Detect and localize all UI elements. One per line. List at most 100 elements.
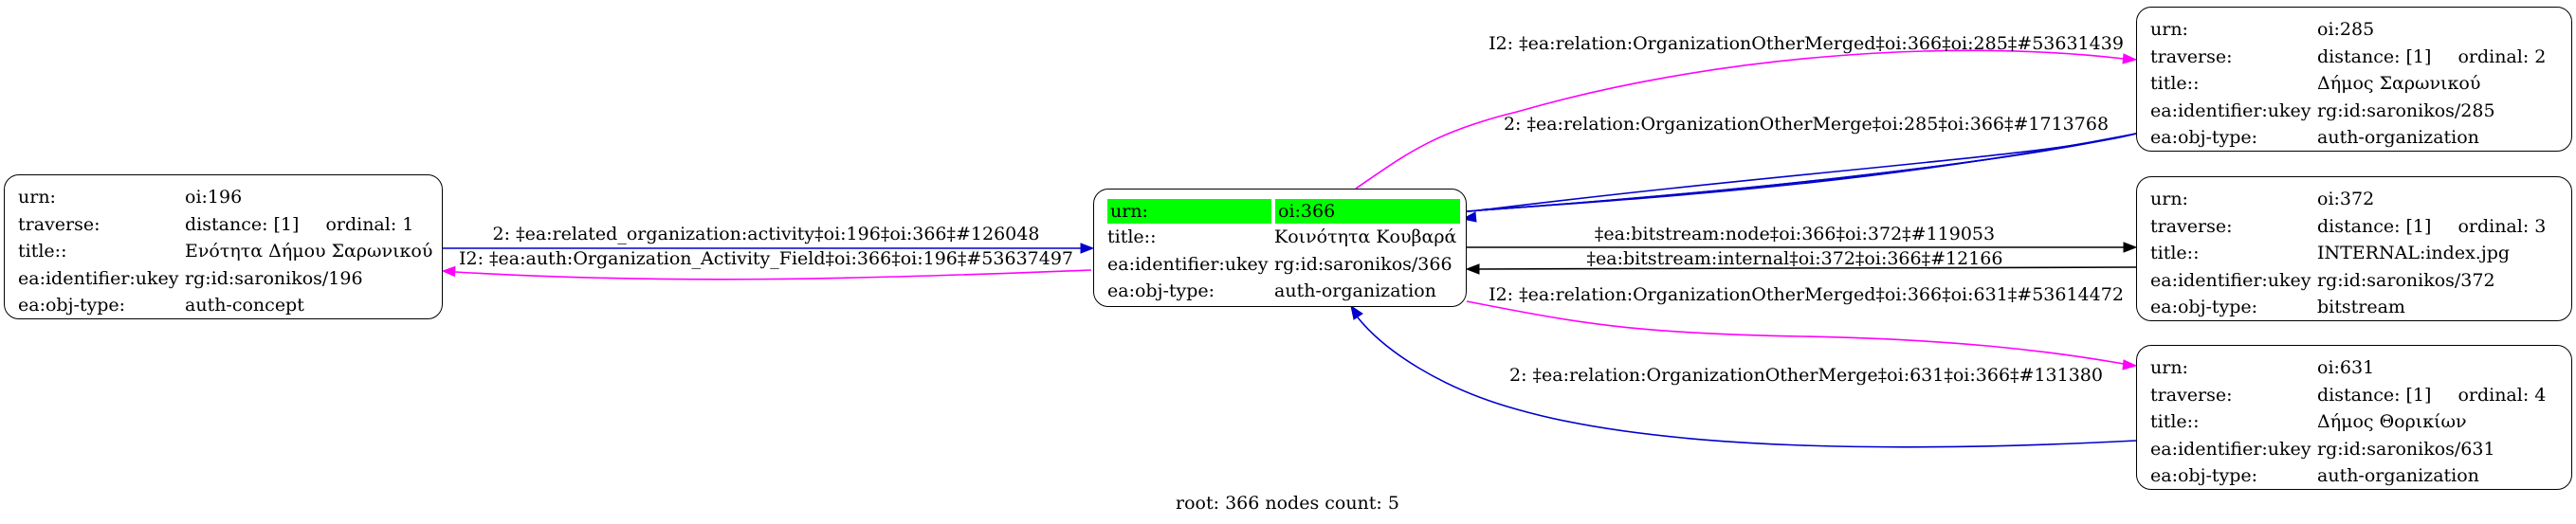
row-value: rg:id:saronikos/366	[1274, 253, 1452, 275]
row-value: rg:id:saronikos/372	[2317, 269, 2495, 291]
node-oi-366-root[interactable]: urn:oi:366 title::Κοινότητα Κουβαρά ea:i…	[1093, 189, 1467, 307]
row-value: oi:631	[2317, 357, 2375, 379]
row-value: distance: [1]	[2317, 384, 2432, 406]
row-key: traverse:	[2150, 384, 2233, 406]
row-value: rg:id:saronikos/631	[2317, 438, 2495, 460]
node-row-title: title::Κοινότητα Κουβαρά	[1107, 224, 1456, 251]
row-value: rg:id:saronikos/196	[185, 267, 363, 289]
edge-e2-arrowhead	[441, 265, 456, 278]
edge-label-e2: I2: ‡ea:auth:Organization_Activity_Field…	[458, 248, 1074, 269]
edge-e4-lead-in	[1478, 208, 1492, 211]
edge-e3-arrowhead	[2122, 53, 2138, 64]
edge-e6	[1478, 266, 2137, 270]
row-key: title::	[18, 241, 67, 262]
row-key: title::	[2150, 243, 2200, 264]
edge-e1-arrowhead	[1080, 243, 1095, 254]
row-key: ea:obj-type:	[2150, 127, 2258, 149]
node-row-ukey: ea:identifier:ukey rg:id:saronikos/631	[2150, 436, 2558, 463]
node-row-urn: urn: oi:285	[2150, 16, 2558, 44]
row-value: Δήμος Σαρωνικού	[2317, 73, 2481, 95]
row-value: auth-organization	[2317, 465, 2479, 487]
edge-label-e4: 2: ‡ea:relation:OrganizationOtherMerge‡o…	[1503, 114, 2110, 135]
node-oi-196[interactable]: urn:oi:196 traverse:distance: [1]ordinal…	[4, 174, 443, 319]
node-row-objtype: ea:obj-type: bitstream	[2150, 294, 2558, 321]
node-row-title: title::Δήμος Σαρωνικού	[2150, 70, 2558, 98]
row-key: traverse:	[18, 213, 100, 235]
edge-e5-arrowhead	[2123, 242, 2138, 253]
row-value: distance: [1]	[2317, 45, 2432, 67]
node-row-urn: urn: oi:372	[2150, 186, 2558, 213]
edge-label-e7: I2: ‡ea:relation:OrganizationOtherMerged…	[1489, 284, 2124, 305]
row-key: urn:	[18, 187, 56, 208]
row-key: ea:identifier:ukey	[18, 267, 179, 289]
edge-label-e6: ‡ea:bitstream:internal‡oi:372‡oi:366‡#12…	[1586, 248, 2003, 269]
edge-e2	[454, 269, 1092, 280]
row-key: urn:	[2150, 357, 2188, 379]
row-key: traverse:	[2150, 45, 2233, 67]
row-ordinal: ordinal: 3	[2457, 215, 2547, 237]
node-row-traverse: traverse:distance: [1]ordinal: 3	[2150, 213, 2558, 241]
edge-label-e1: 2: ‡ea:related_organization:activity‡oi:…	[492, 224, 1040, 244]
node-row-ukey: ea:identifier:ukey rg:id:saronikos/196	[18, 265, 429, 293]
node-row-ukey: ea:identifier:ukey rg:id:saronikos/372	[2150, 267, 2558, 295]
node-row-urn: urn: oi:631	[2150, 354, 2558, 382]
node-row-urn-highlighted: urn:oi:366	[1107, 198, 1460, 224]
node-oi-285[interactable]: urn: oi:285 traverse: distance: [1] ordinal…	[2136, 7, 2572, 152]
row-value: oi:372	[2317, 189, 2375, 210]
edge-e4	[1468, 133, 2137, 212]
row-value: auth-organization	[1274, 280, 1436, 302]
row-value: distance: [1]	[185, 213, 300, 235]
edge-label-e8: 2: ‡ea:relation:OrganizationOtherMerge‡o…	[1509, 365, 2103, 386]
edge-e7	[1466, 300, 2125, 365]
row-key: ea:identifier:ukey	[2150, 99, 2311, 121]
row-key: title::	[1107, 226, 1157, 248]
node-row-traverse: traverse: distance: [1] ordinal: 2	[2150, 44, 2558, 71]
row-key: title::	[2150, 73, 2200, 95]
edge-e8-arrowhead	[1350, 304, 1363, 320]
row-key: urn:	[1107, 198, 1271, 224]
node-row-title: title::Δήμος Θορικίων	[2150, 408, 2558, 436]
row-key: ea:obj-type:	[2150, 297, 2258, 318]
row-key: traverse:	[2150, 215, 2233, 237]
edge-e8	[1357, 316, 2137, 448]
node-row-traverse: traverse:distance: [1]ordinal: 1	[18, 211, 429, 239]
node-row-traverse: traverse: distance: [1] ordinal: 4	[2150, 382, 2558, 409]
edge-label-e5: ‡ea:bitstream:node‡oi:366‡oi:372‡#119053	[1594, 224, 1996, 244]
graph-footer: root: 366 nodes count: 5	[1176, 493, 1399, 514]
edge-e6-arrowhead	[1465, 263, 1480, 275]
row-value: oi:366	[1275, 198, 1460, 224]
row-value: Κοινότητα Κουβαρά	[1274, 226, 1457, 248]
node-row-objtype: ea:obj-type: auth-organization	[2150, 124, 2558, 152]
node-oi-631[interactable]: urn: oi:631 traverse: distance: [1] ordinal…	[2136, 345, 2572, 490]
node-row-ukey: ea:identifier:ukey rg:id:saronikos/285	[2150, 98, 2558, 125]
row-value: oi:285	[2317, 19, 2375, 41]
row-value: INTERNAL:index.jpg	[2317, 243, 2511, 264]
row-value: oi:196	[185, 187, 243, 208]
edge-e3	[1355, 49, 2125, 190]
row-value: rg:id:saronikos/285	[2317, 99, 2495, 121]
node-row-objtype: ea:obj-type: auth-organization	[2150, 462, 2558, 490]
row-key: ea:obj-type:	[18, 295, 126, 316]
node-row-objtype: ea:obj-type: auth-concept	[18, 292, 429, 319]
row-key: ea:obj-type:	[2150, 465, 2258, 487]
row-key: urn:	[2150, 19, 2188, 41]
row-key: urn:	[2150, 189, 2188, 210]
row-ordinal: ordinal: 2	[2457, 45, 2547, 67]
row-value: auth-concept	[185, 295, 304, 316]
row-value: bitstream	[2317, 297, 2405, 318]
row-key: ea:identifier:ukey	[1107, 253, 1269, 275]
row-ordinal: ordinal: 4	[2457, 384, 2547, 406]
row-key: ea:obj-type:	[1107, 280, 1215, 302]
edge-e7-arrowhead	[2122, 359, 2138, 370]
row-key: title::	[2150, 411, 2200, 433]
row-key: ea:identifier:ukey	[2150, 438, 2311, 460]
node-row-title: title::INTERNAL:index.jpg	[2150, 240, 2558, 267]
edge-e4-full	[1452, 133, 2137, 213]
row-key: ea:identifier:ukey	[2150, 269, 2311, 291]
row-value: Δήμος Θορικίων	[2317, 411, 2467, 433]
row-value: auth-organization	[2317, 127, 2479, 149]
row-value: Ενότητα Δήμου Σαρωνικού	[185, 241, 433, 262]
node-oi-372[interactable]: urn: oi:372 traverse:distance: [1]ordinal…	[2136, 176, 2572, 321]
